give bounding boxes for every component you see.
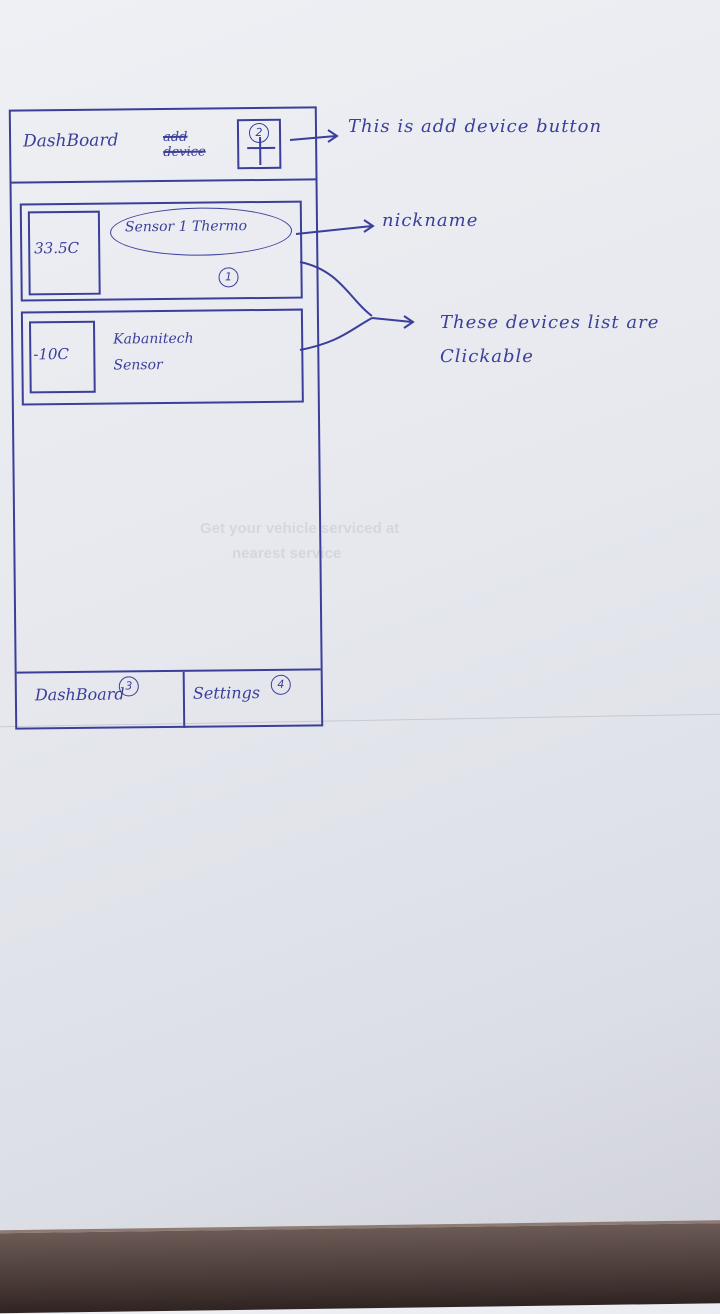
- background-print: Get your vehicle serviced at: [200, 520, 400, 537]
- annotation-add-button: This is add device button: [348, 116, 603, 137]
- annotation-arrows: [289, 129, 415, 351]
- annotation-nickname: nickname: [382, 210, 479, 231]
- annotation-devices-list: These devices list are Clickable: [440, 312, 660, 367]
- background-print: nearest service: [232, 545, 342, 562]
- table-edge: [0, 1219, 720, 1314]
